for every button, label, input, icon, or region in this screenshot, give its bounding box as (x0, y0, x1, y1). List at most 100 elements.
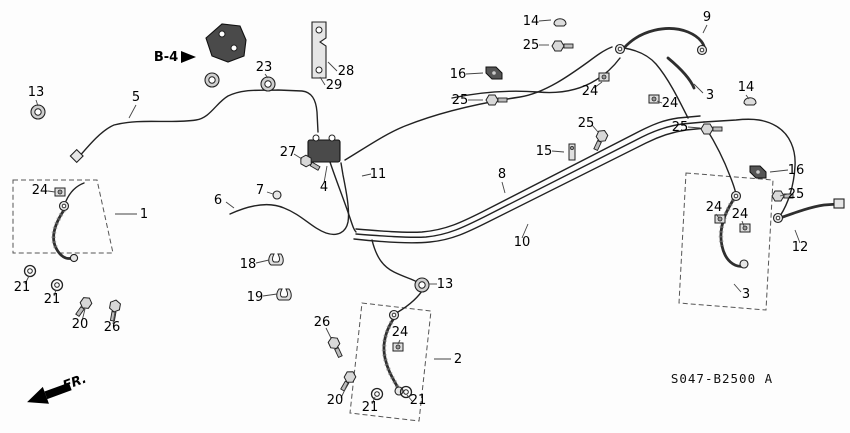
callout-19: 19 (247, 290, 264, 305)
callout-14-a: 14 (523, 14, 540, 29)
callout-15: 15 (536, 144, 553, 159)
callout-24-a: 24 (582, 84, 599, 99)
callout-26-b: 26 (314, 315, 331, 330)
pipe-11 (344, 46, 613, 161)
callout-2: 2 (454, 352, 462, 367)
bolt-25-a (551, 40, 574, 52)
clip-14-a (553, 18, 567, 27)
hoses (51, 27, 845, 396)
bolt-26-b (326, 334, 346, 360)
hose-12-banjo (772, 212, 784, 224)
hose-9 (622, 27, 706, 54)
callout-26-a: 26 (104, 320, 121, 335)
nut-24-f (392, 342, 404, 352)
valve-port-2 (328, 134, 336, 142)
clip-16-a (485, 66, 503, 80)
pipe-5 (77, 89, 319, 159)
callout-21-d: 21 (410, 393, 427, 408)
callout-24-c: 24 (706, 200, 723, 215)
fitting-7 (272, 190, 282, 200)
pipe-10b (353, 127, 707, 244)
hose-3-braid (718, 194, 738, 247)
callout-25-e: 25 (788, 187, 805, 202)
group-boxes (12, 172, 774, 422)
bracket-28-hole-1 (315, 26, 323, 34)
callout-18: 18 (240, 257, 257, 272)
callout-5: 5 (132, 90, 140, 105)
pipe-8 (355, 115, 701, 233)
group-box-part2 (349, 302, 432, 422)
callout-3-a: 3 (706, 88, 714, 103)
diagram-code: S047-B2500 A (671, 371, 773, 386)
callout-25-c: 25 (578, 116, 595, 131)
hose-1-banjo (58, 200, 70, 212)
nut-24-a (54, 187, 66, 197)
callout-25-a: 25 (523, 38, 540, 53)
fr-arrow-icon (27, 382, 72, 404)
bolt-25-b (485, 94, 508, 106)
grommet-13-left (30, 104, 46, 120)
callout-1: 1 (140, 207, 148, 222)
pipe-hose1-stub (65, 182, 85, 202)
clip-18 (268, 253, 284, 266)
callout-7: 7 (256, 183, 264, 198)
washer-21-a (23, 264, 37, 278)
hose-1 (52, 208, 74, 260)
b4-arrow-icon (181, 51, 196, 63)
nut-24-c (648, 94, 660, 104)
bolt-25-d (700, 123, 723, 135)
callout-13-a: 13 (28, 85, 45, 100)
bracket-28-hole-2 (315, 66, 323, 74)
callout-25-d: 25 (672, 120, 689, 135)
bracket-b4 (205, 23, 247, 63)
pipe-to-grommet (371, 239, 421, 285)
pipe-to-hose9 (623, 47, 689, 119)
hose-12 (778, 202, 840, 220)
hose-9-banjo-left (614, 43, 626, 55)
bracket-b4-hole-2 (230, 44, 238, 52)
callout-13-b: 13 (437, 277, 454, 292)
proportioning-valve-4 (307, 139, 341, 163)
brake-pipes (65, 46, 796, 313)
pipe-6 (229, 162, 350, 236)
nut-24-d (714, 214, 726, 224)
callout-20-a: 20 (72, 317, 89, 332)
washer-21-c (370, 387, 384, 401)
callout-24-f: 24 (392, 325, 409, 340)
pipe-right (703, 118, 796, 217)
callout-4: 4 (320, 180, 328, 195)
clip-15 (568, 143, 576, 161)
grommet-below-b4 (204, 72, 220, 88)
b4-label: B-4 (154, 50, 178, 65)
hose-3-top (666, 56, 696, 90)
pipe-to-hose3 (705, 127, 737, 197)
callout-16-b: 16 (788, 163, 805, 178)
hose-2 (382, 316, 400, 390)
callout-24-b: 24 (662, 96, 679, 111)
group-box-part1 (12, 179, 114, 254)
callout-21-b: 21 (44, 292, 61, 307)
callout-14-b: 14 (738, 80, 755, 95)
callout-9: 9 (703, 10, 711, 25)
fr-direction: FR. (27, 372, 89, 404)
b4-reference: B-4 (154, 50, 196, 65)
valve-port-1 (312, 134, 320, 142)
callout-27: 27 (280, 145, 297, 160)
bracket-28 (311, 21, 327, 79)
pipe-valve-down (329, 161, 357, 233)
callout-6: 6 (214, 193, 222, 208)
callout-20-b: 20 (327, 393, 344, 408)
fr-label: FR. (61, 372, 89, 394)
clip-19 (276, 288, 292, 301)
callout-21-a: 21 (14, 280, 31, 295)
grommet-13-mid (414, 277, 430, 293)
hose-12-end-fitting (833, 198, 845, 209)
group-box-part3 (678, 172, 774, 311)
hose-3-end (739, 259, 749, 269)
clip-16-b (749, 165, 767, 179)
pipe-10 (355, 121, 705, 238)
nut-24-b (598, 72, 610, 82)
hose-1-end (69, 253, 79, 263)
callout-3-b: 3 (742, 287, 750, 302)
